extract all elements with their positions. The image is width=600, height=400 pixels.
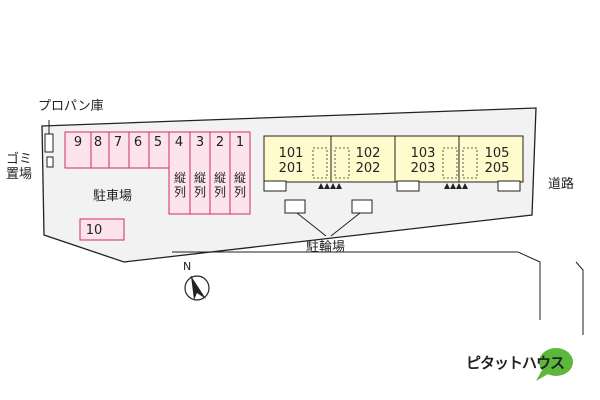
logo-bubble xyxy=(539,348,573,376)
tandem-label: 縦列 xyxy=(233,171,246,199)
parking-label: 駐車場 xyxy=(93,189,133,204)
parking-space-3: 3 xyxy=(195,135,205,150)
unit-upper: 103 xyxy=(410,146,436,161)
parking-space-7: 7 xyxy=(113,135,123,150)
parking-space-9: 9 xyxy=(73,135,83,150)
unit-lower: 203 xyxy=(410,161,436,176)
bike-parking-label: 駐輪場 xyxy=(306,240,346,255)
unit-103-203: 103 203 xyxy=(403,146,443,176)
parking-space-10 xyxy=(79,218,125,241)
unit-lower: 205 xyxy=(484,161,510,176)
unit-105-205: 105 205 xyxy=(477,146,517,176)
road-edge xyxy=(172,251,541,320)
unit-102-202: 102 202 xyxy=(348,146,388,176)
parking-space-2: 2 xyxy=(215,135,225,150)
road-label: 道路 xyxy=(548,177,575,192)
parking-space-4: 4 xyxy=(174,135,184,150)
unit-upper: 102 xyxy=(355,146,381,161)
propane-label: プロパン庫 xyxy=(38,99,104,114)
logo-text: ピタットハウス xyxy=(466,354,565,372)
parking-space-5: 5 xyxy=(153,135,163,150)
unit-upper: 105 xyxy=(484,146,510,161)
parking-block xyxy=(64,131,170,169)
building xyxy=(263,135,524,183)
parking-space-1: 1 xyxy=(235,135,245,150)
parking-space-8: 8 xyxy=(93,135,103,150)
north-arrow xyxy=(191,276,206,300)
garbage-label: ゴミ置場 xyxy=(6,152,33,182)
parking-space-10-label: 10 xyxy=(85,223,103,238)
tandem-label: 縦列 xyxy=(173,171,186,199)
unit-lower: 201 xyxy=(278,161,304,176)
north-label: N xyxy=(183,260,192,273)
unit-lower: 202 xyxy=(355,161,381,176)
parking-space-6: 6 xyxy=(133,135,143,150)
tandem-label: 縦列 xyxy=(213,171,226,199)
tandem-label: 縦列 xyxy=(193,171,206,199)
unit-upper: 101 xyxy=(278,146,304,161)
bike-parking-left xyxy=(284,199,306,214)
road-edge-right xyxy=(575,261,584,335)
unit-101-201: 101 201 xyxy=(271,146,311,176)
garbage-box xyxy=(46,156,54,168)
propane-box xyxy=(44,133,54,153)
bike-parking-right xyxy=(351,199,373,214)
